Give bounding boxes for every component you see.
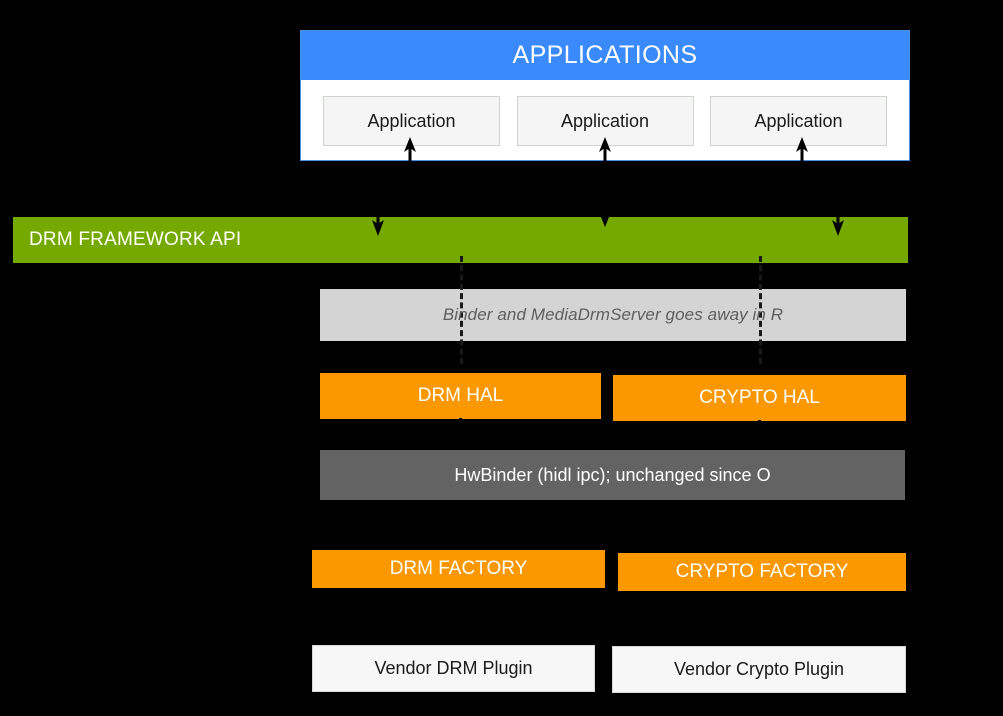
drm-framework-api-label: DRM FRAMEWORK API <box>29 229 242 250</box>
applications-card: APPLICATIONS Application Application App… <box>300 30 910 161</box>
crypto-hal-box: CRYPTO HAL <box>613 375 906 421</box>
vendor-drm-plugin-box: Vendor DRM Plugin <box>312 645 595 692</box>
application-box-3: Application <box>710 96 887 146</box>
arrow-up-left <box>404 137 416 164</box>
arrow-up-center <box>599 137 611 164</box>
hal-connector-right <box>758 420 761 425</box>
binder-mediadrmserver-band: Binder and MediaDrmServer goes away in R <box>320 289 906 341</box>
drm-factory-box: DRM FACTORY <box>312 550 605 588</box>
hwbinder-band: HwBinder (hidl ipc); unchanged since O <box>320 450 905 500</box>
drm-framework-api-band: DRM FRAMEWORK API <box>13 217 908 263</box>
arrow-up-right <box>796 137 808 164</box>
application-box-1: Application <box>323 96 500 146</box>
crypto-factory-box: CRYPTO FACTORY <box>618 553 906 591</box>
vendor-crypto-plugin-box: Vendor Crypto Plugin <box>612 646 906 693</box>
factory-connector-right <box>760 591 763 596</box>
applications-header: APPLICATIONS <box>301 31 909 80</box>
drm-hal-box: DRM HAL <box>320 373 601 419</box>
ipc-boundary-line-left <box>460 256 463 364</box>
arrow-down-right <box>832 207 844 236</box>
ipc-boundary-line-right <box>759 256 762 364</box>
arrow-down-center <box>599 200 611 227</box>
binder-mediadrmserver-label: Binder and MediaDrmServer goes away in R <box>442 305 784 324</box>
arrow-down-left <box>372 207 384 236</box>
hal-connector-left <box>459 418 462 423</box>
